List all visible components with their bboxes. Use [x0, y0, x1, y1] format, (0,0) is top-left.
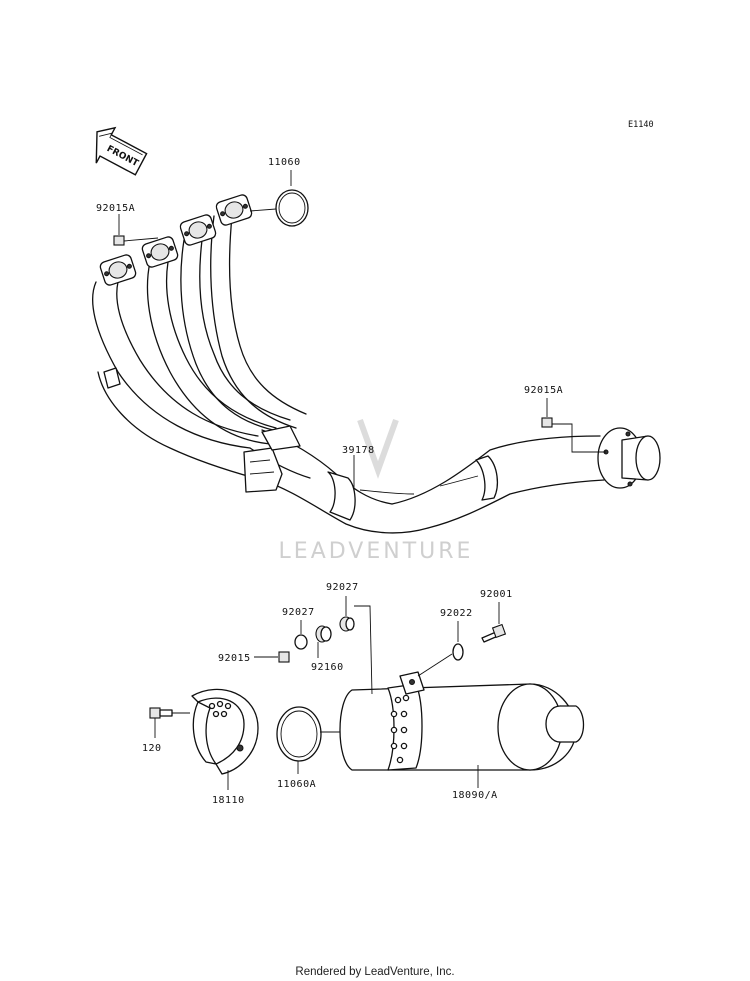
leader-92027 — [354, 605, 373, 695]
part-label-120: 120 — [142, 743, 162, 754]
nut-92015a-top — [113, 214, 159, 246]
cover-18110 — [191, 688, 259, 790]
part-label-92027-b: 92027 — [326, 582, 359, 593]
rear-connection-flange — [597, 427, 661, 489]
part-label-92022: 92022 — [440, 608, 473, 619]
part-label-92015a-top: 92015A — [96, 203, 135, 214]
part-label-18110: 18110 — [212, 795, 245, 806]
part-label-11060: 11060 — [268, 157, 301, 168]
part-label-92001: 92001 — [480, 589, 513, 600]
watermark: LEADVENTURE — [279, 418, 474, 564]
part-label-92027-a: 92027 — [282, 607, 315, 618]
part-label-18090a: 18090/A — [452, 790, 498, 801]
nut-92015 — [254, 651, 290, 663]
front-arrow-icon: FRONT — [95, 126, 148, 176]
watermark-text: LEADVENTURE — [279, 539, 474, 564]
part-labels: 11060 92015A 92015A 39178 92027 92027 92… — [96, 157, 563, 806]
grommet-92027-a — [294, 620, 308, 650]
nut-92015a-right — [541, 398, 606, 453]
collar-92160 — [315, 625, 332, 658]
muffler-18090a — [339, 653, 585, 788]
exhaust-header-pipes — [92, 215, 605, 534]
grommet-92027-b — [339, 596, 355, 632]
part-label-92015a-right: 92015A — [524, 385, 563, 396]
credit-text: Rendered by LeadVenture, Inc. — [295, 966, 454, 978]
screw-120 — [149, 707, 190, 738]
part-label-92015: 92015 — [218, 653, 251, 664]
gasket-11060 — [249, 170, 309, 227]
bolt-92001 — [481, 602, 507, 643]
part-label-92160: 92160 — [311, 662, 344, 673]
part-label-11060a: 11060A — [277, 779, 316, 790]
washer-92022 — [452, 621, 464, 661]
part-label-39178: 39178 — [342, 445, 375, 456]
reference-code: E1140 — [628, 120, 654, 130]
header-flanges — [99, 194, 253, 286]
gasket-11060a — [276, 706, 340, 774]
